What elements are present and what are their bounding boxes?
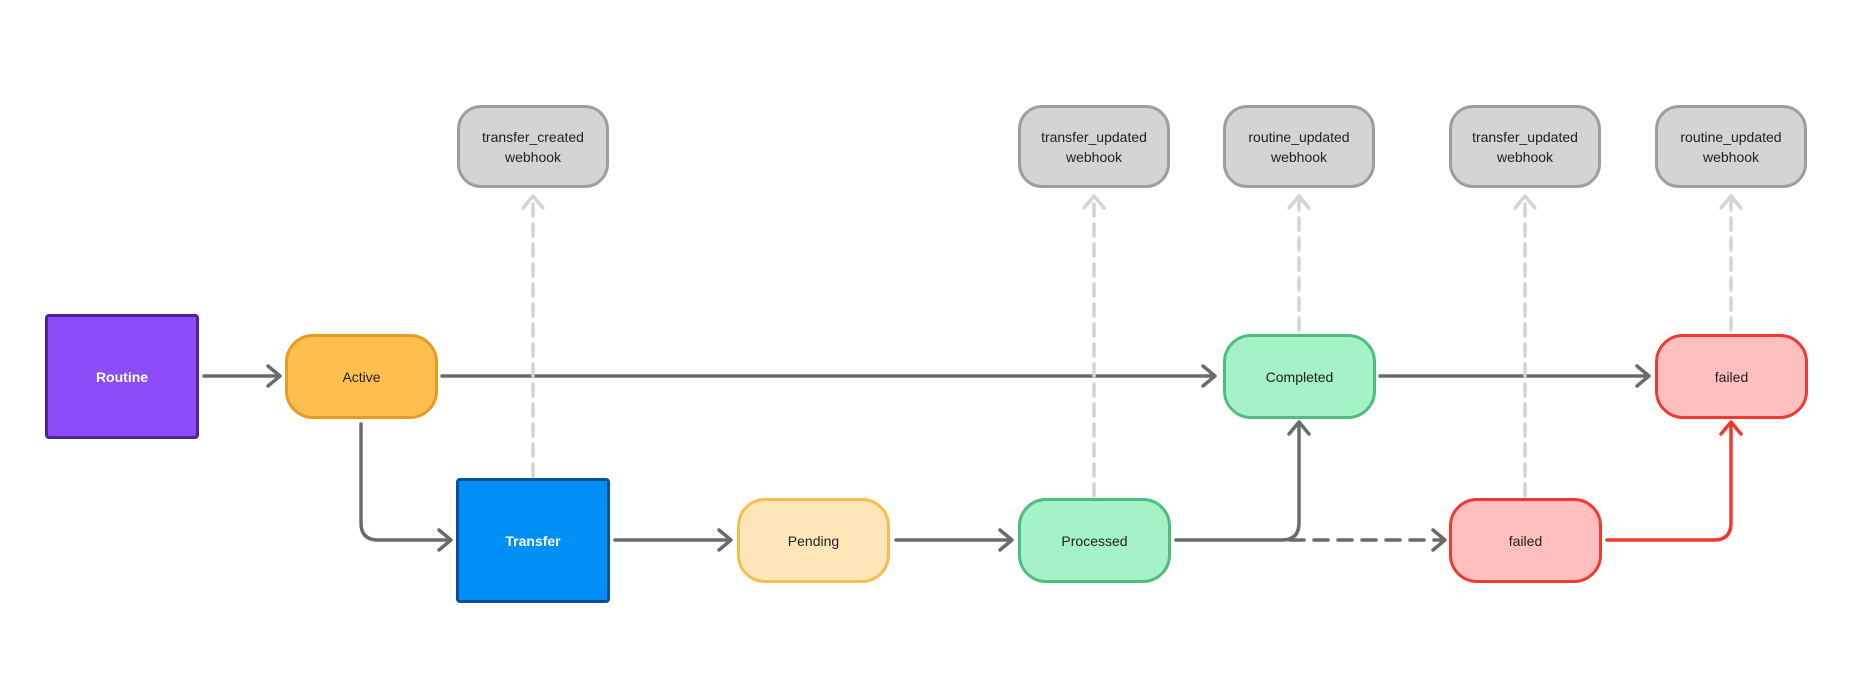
arrowhead-completed-to-failed — [1635, 364, 1651, 388]
node-transfer-label: Transfer — [505, 532, 561, 549]
arrow-failed-to-failed — [1605, 422, 1733, 542]
webhook-line1: routine_updated — [1680, 128, 1782, 145]
node-active-label: Active — [342, 368, 381, 385]
node-failed-routine-label: failed — [1714, 368, 1749, 385]
webhook-line1: transfer_updated — [1472, 128, 1578, 145]
arrowhead-pending-to-processed — [998, 528, 1014, 552]
arrowhead-processed-to-completed — [1287, 420, 1311, 436]
arrowhead-routine-to-active — [266, 364, 282, 388]
arrowhead-active-to-completed — [1201, 364, 1217, 388]
webhook-line2: webhook — [1702, 148, 1760, 165]
webhook-transfer-updated-failed: transfer_updated webhook — [1449, 105, 1601, 188]
node-routine: Routine — [45, 314, 199, 439]
webhook-line2: webhook — [1496, 148, 1554, 165]
node-processed: Processed — [1018, 498, 1171, 583]
node-active: Active — [285, 334, 438, 419]
dashed-arrowhead-failed-routine-webhook — [1719, 194, 1743, 210]
node-transfer: Transfer — [456, 478, 610, 603]
webhook-line2: webhook — [1270, 148, 1328, 165]
dashed-arrowhead-failed-transfer-webhook — [1513, 194, 1537, 210]
webhook-line1: transfer_created — [482, 128, 584, 145]
webhook-line1: routine_updated — [1248, 128, 1350, 145]
arrow-processed-to-completed — [1174, 422, 1301, 542]
node-completed-label: Completed — [1265, 368, 1334, 385]
node-failed-transfer-label: failed — [1508, 532, 1543, 549]
webhook-transfer-created: transfer_created webhook — [457, 105, 609, 188]
node-pending: Pending — [737, 498, 890, 583]
webhook-line2: webhook — [504, 148, 562, 165]
webhook-routine-updated-completed: routine_updated webhook — [1223, 105, 1375, 188]
arrowhead-transfer-to-pending — [717, 528, 733, 552]
node-pending-label: Pending — [787, 532, 840, 549]
arrowhead-failed-to-failed — [1719, 420, 1743, 436]
webhook-transfer-updated-processed: transfer_updated webhook — [1018, 105, 1170, 188]
node-routine-label: Routine — [95, 368, 149, 385]
arrowhead-processed-to-failed — [1431, 528, 1447, 552]
dashed-arrowhead-transfer-webhook — [521, 194, 545, 210]
webhook-routine-updated-failed: routine_updated webhook — [1655, 105, 1807, 188]
dashed-arrowhead-completed-webhook — [1287, 194, 1311, 210]
arrow-active-to-transfer — [359, 422, 451, 542]
node-processed-label: Processed — [1061, 532, 1128, 549]
webhook-line1: transfer_updated — [1041, 128, 1147, 145]
arrowhead-active-to-transfer — [437, 528, 453, 552]
webhook-line2: webhook — [1065, 148, 1123, 165]
dashed-arrowhead-processed-webhook — [1082, 194, 1106, 210]
node-failed-transfer: failed — [1449, 498, 1602, 583]
node-completed: Completed — [1223, 334, 1376, 419]
node-failed-routine: failed — [1655, 334, 1808, 419]
